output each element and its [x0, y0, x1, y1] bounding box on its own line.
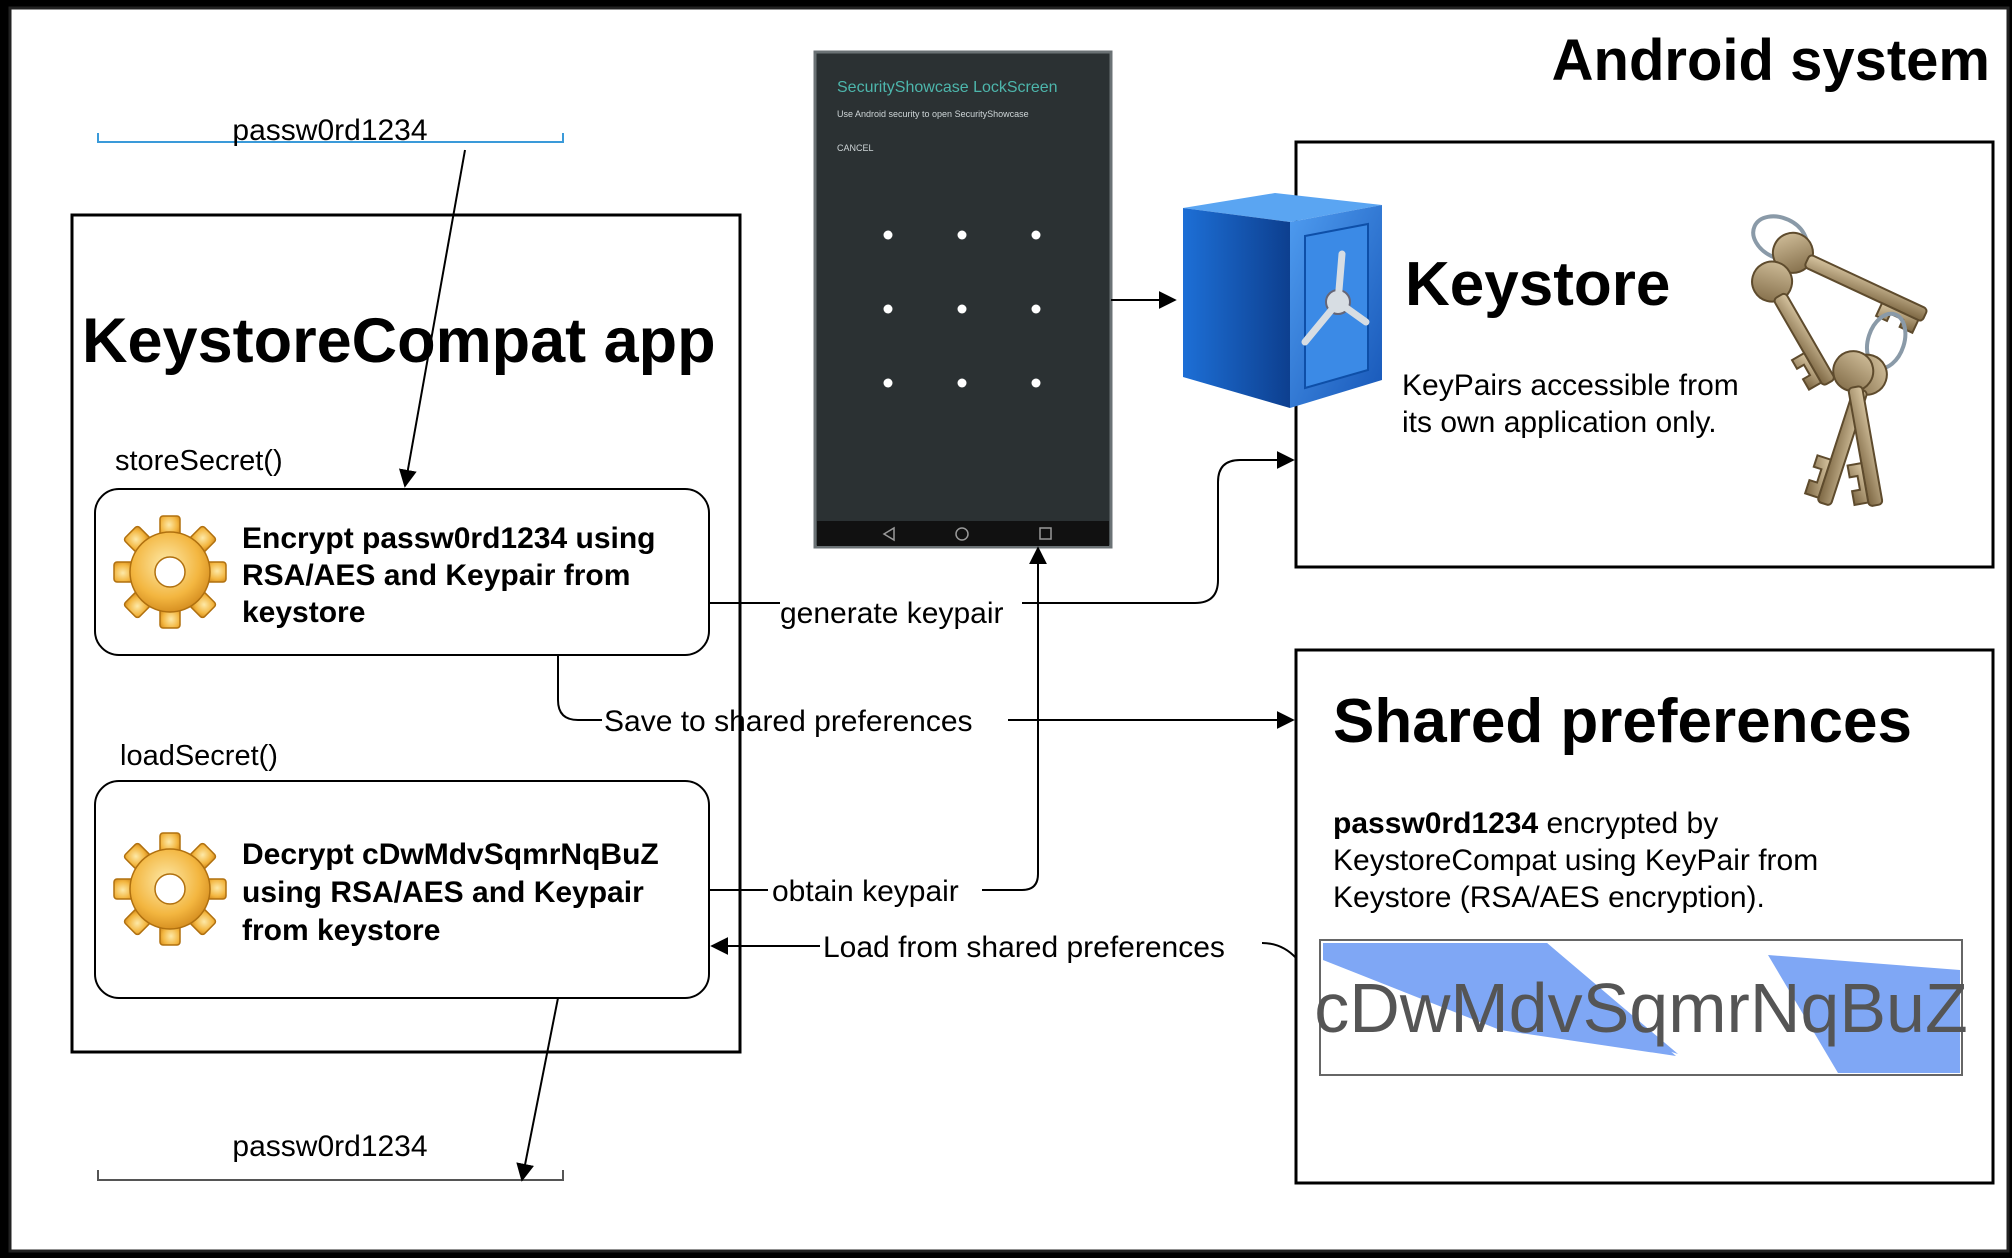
input-password-field: passw0rd1234	[97, 114, 564, 147]
arrow-input-to-store	[398, 149, 466, 488]
input-password-text: passw0rd1234	[232, 114, 427, 147]
store-secret-step	[94, 488, 710, 656]
lockscreen-screen	[813, 50, 1113, 549]
pattern-grid	[883, 230, 1041, 388]
system-title: Android system	[1552, 28, 1990, 93]
load-secret-label: loadSecret()	[120, 740, 278, 772]
connectors	[398, 149, 1297, 1182]
store-step-line-2: RSA/AES and Keypair from	[242, 559, 630, 592]
app-title: KeystoreCompat app	[82, 306, 716, 376]
output-password-field: passw0rd1234	[97, 1130, 564, 1181]
back-nav-icon	[882, 526, 895, 542]
lockscreen-phone: SecurityShowcase LockScreen Use Android …	[813, 50, 1113, 549]
keystore-desc-line-2: its own application only.	[1402, 406, 1717, 439]
load-step-line-2: using RSA/AES and Keypair	[242, 876, 644, 909]
home-nav-icon	[955, 527, 969, 541]
edge-label-load: Load from shared preferences	[823, 931, 1225, 964]
shared-prefs-desc-line-2: KeystoreCompat using KeyPair from	[1333, 844, 1818, 877]
lockscreen-subtitle: Use Android security to open SecuritySho…	[837, 109, 1029, 119]
diagram-border	[8, 6, 2010, 1253]
store-secret-label: storeSecret()	[115, 445, 283, 477]
edge-label-obtain: obtain keypair	[772, 875, 959, 908]
phone-nav-bar	[817, 521, 1109, 546]
edge-label-generate: generate keypair	[780, 597, 1003, 630]
arrow-load-to-output	[516, 997, 559, 1182]
edge-label-save: Save to shared preferences	[604, 705, 973, 738]
edge-save-a	[557, 655, 602, 721]
output-password-text: passw0rd1234	[232, 1130, 427, 1163]
shared-prefs-container	[1294, 648, 1995, 1185]
lockscreen-cancel: CANCEL	[837, 143, 874, 153]
keystore-title: Keystore	[1405, 250, 1670, 319]
shared-prefs-desc-line-3: Keystore (RSA/AES encryption).	[1333, 881, 1765, 914]
recents-nav-icon	[1039, 527, 1052, 540]
edge-load-a	[1261, 942, 1297, 959]
ciphertext-box: cDwMdvSqmrNqBuZ	[1314, 939, 1968, 1076]
edge-generate-b	[1022, 451, 1295, 604]
load-step-line-3: from keystore	[242, 914, 440, 947]
gear-icon	[113, 832, 227, 946]
edge-obtain-b	[982, 546, 1047, 891]
load-secret-description: Decrypt cDwMdvSqmrNqBuZ using RSA/AES an…	[242, 838, 667, 947]
store-step-line-3: keystore	[242, 596, 365, 629]
safe-icon	[1183, 193, 1382, 408]
keys-icon	[1751, 214, 1928, 507]
store-step-line-1: Encrypt passw0rd1234 using	[242, 522, 656, 555]
load-secret-step	[94, 780, 710, 999]
shared-prefs-description: passw0rd1234 encrypted by KeystoreCompat…	[1333, 807, 1827, 914]
keystore-description: KeyPairs accessible from its own applica…	[1402, 369, 1747, 439]
store-secret-description: Encrypt passw0rd1234 using RSA/AES and K…	[242, 522, 664, 629]
gear-icon	[113, 515, 227, 629]
keystore-container	[1294, 140, 1995, 569]
ciphertext-value: cDwMdvSqmrNqBuZ	[1314, 969, 1967, 1047]
shared-prefs-desc-line-1: encrypted by	[1538, 807, 1718, 840]
shared-prefs-desc-bold: passw0rd1234	[1333, 807, 1538, 840]
load-step-line-1: Decrypt cDwMdvSqmrNqBuZ	[242, 838, 659, 871]
shared-prefs-title: Shared preferences	[1333, 687, 1912, 756]
lockscreen-title: SecurityShowcase LockScreen	[837, 79, 1058, 96]
keystore-desc-line-1: KeyPairs accessible from	[1402, 369, 1739, 402]
